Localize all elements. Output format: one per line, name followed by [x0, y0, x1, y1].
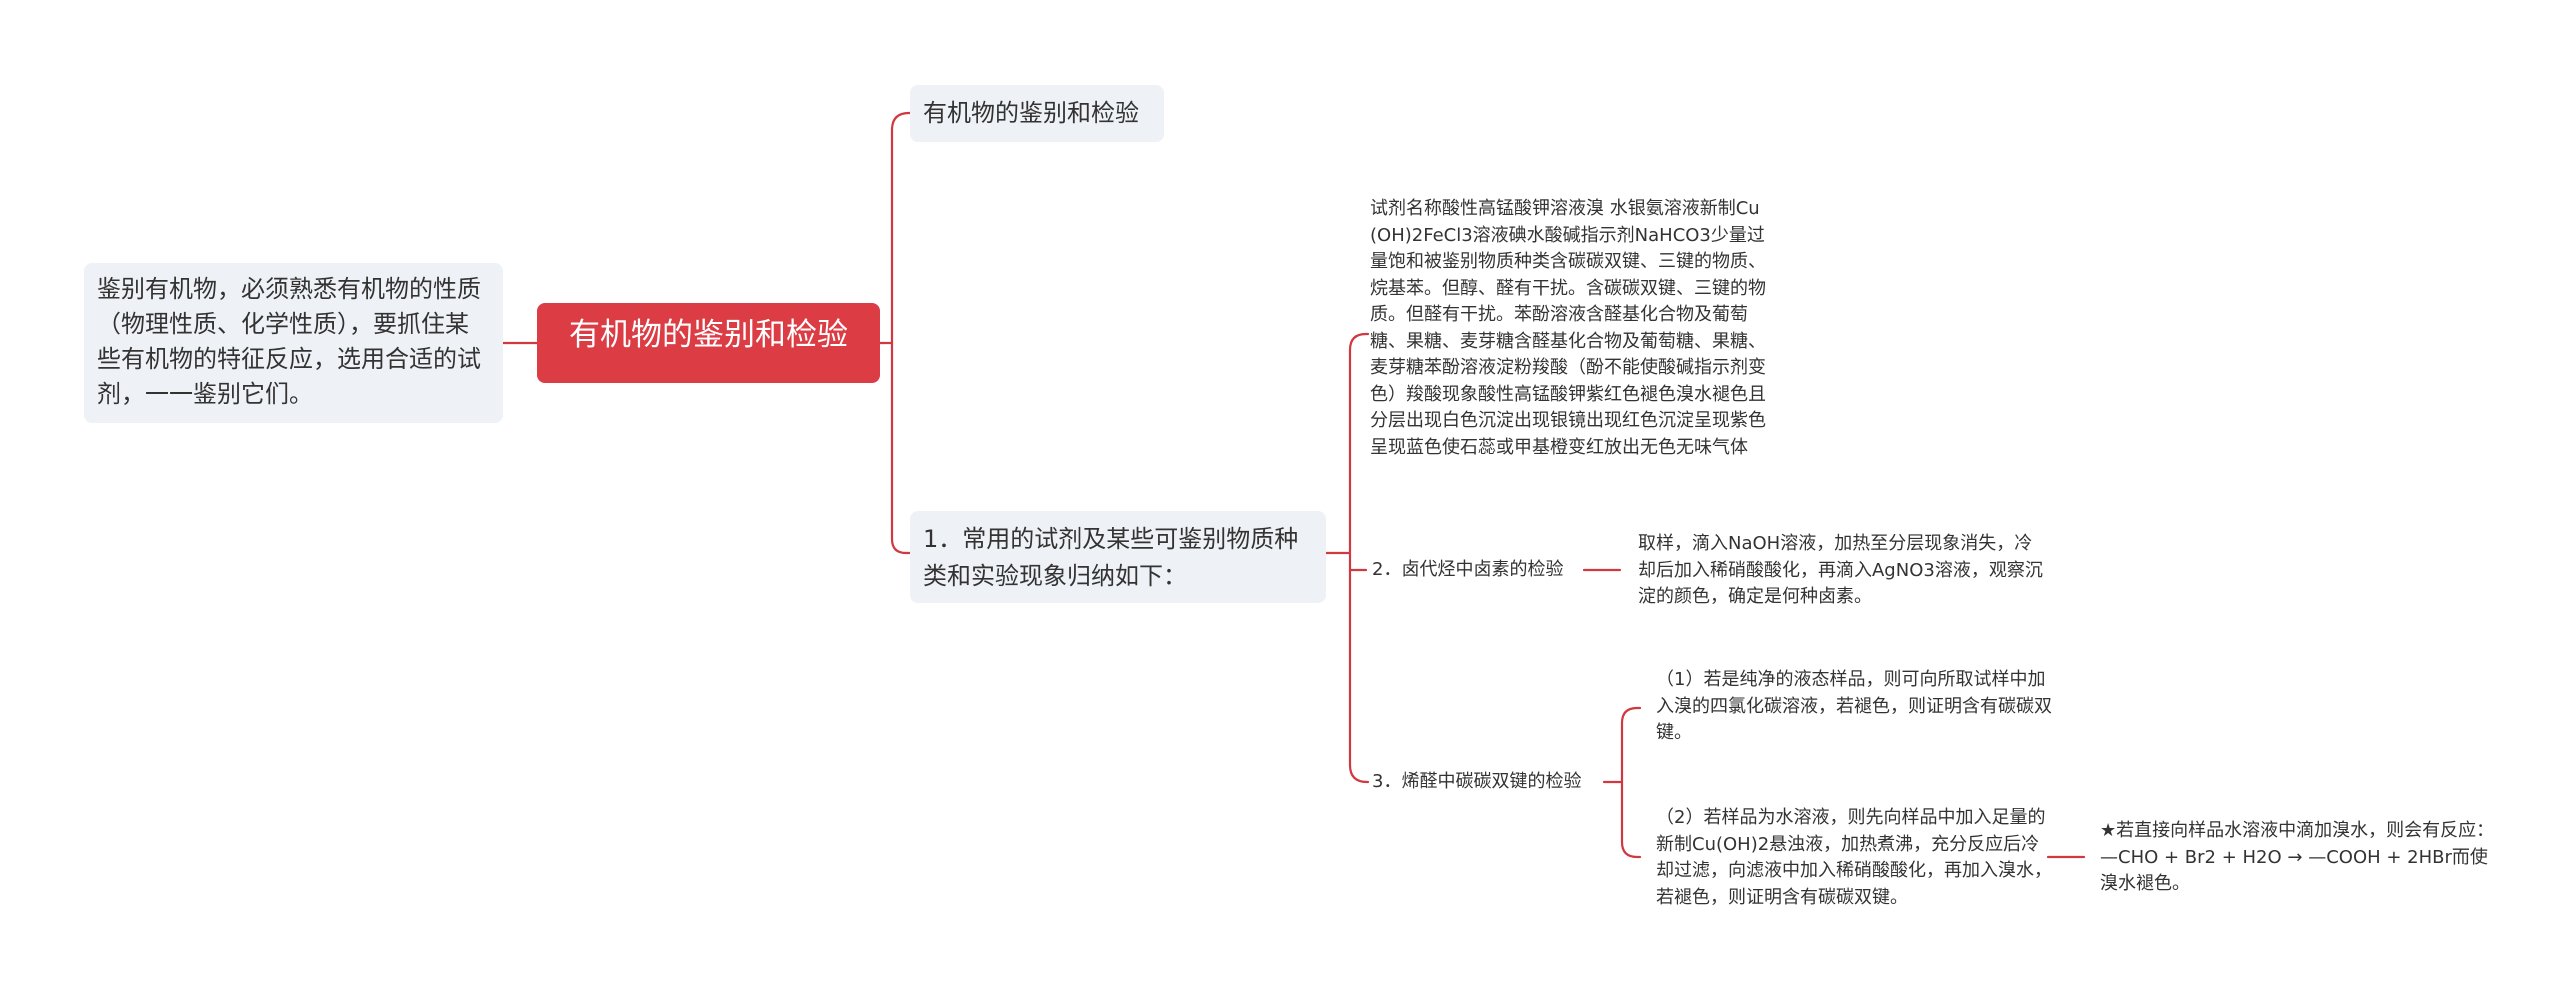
connector-branch2-children	[1324, 332, 1370, 784]
pure-sample-case[interactable]: （1）若是纯净的液态样品，则可向所取试样中加入溴的四氯化碳溶液，若褪色，则证明含…	[1656, 669, 2052, 743]
alkene-detection-label[interactable]: 3．烯醛中碳碳双键的检验	[1372, 771, 1582, 792]
halogen-detection-label[interactable]: 2．卤代烃中卤素的检验	[1372, 559, 1564, 580]
aqueous-sample-case[interactable]: （2）若样品为水溶液，则先向样品中加入足量的新制Cu(OH)2悬浊液，加热煮沸，…	[1656, 807, 2052, 908]
connector-root-branches	[878, 111, 914, 555]
branch-identification[interactable]: 有机物的鉴别和检验	[910, 85, 1164, 142]
root-topic[interactable]: 有机物的鉴别和检验	[537, 303, 880, 383]
branch-common-reagents[interactable]: 1．常用的试剂及某些可鉴别物质种类和实验现象归纳如下：	[910, 511, 1326, 603]
bromine-water-note[interactable]: ★若直接向样品水溶液中滴加溴水，则会有反应：—CHO + Br2 + H2O →…	[2100, 820, 2495, 894]
summary-node[interactable]: 鉴别有机物，必须熟悉有机物的性质（物理性质、化学性质），要抓住某些有机物的特征反…	[84, 263, 503, 423]
halogen-detection-method[interactable]: 取样，滴入NaOH溶液，加热至分层现象消失，冷却后加入稀硝酸酸化，再滴入AgNO…	[1638, 533, 2043, 607]
connector-alkene-children	[1602, 706, 1642, 859]
reagent-table-text[interactable]: 试剂名称酸性高锰酸钾溶液溴 水银氨溶液新制Cu(OH)2FeCl3溶液碘水酸碱指…	[1370, 198, 1766, 458]
